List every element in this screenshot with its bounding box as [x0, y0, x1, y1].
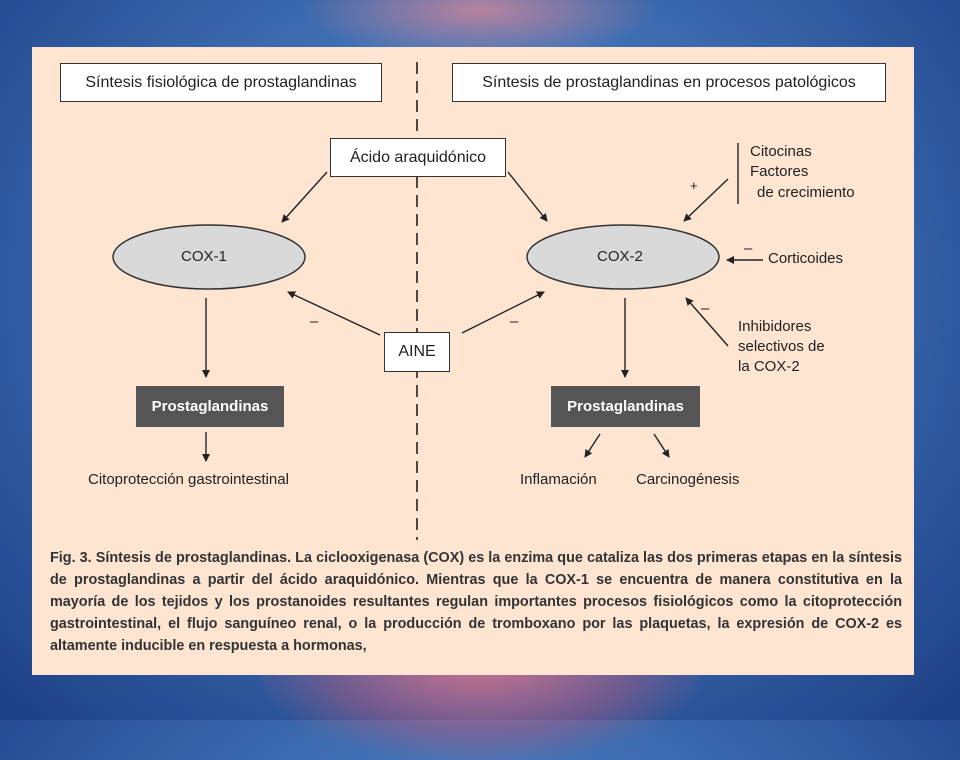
heading-left: Síntesis fisiológica de prostaglandinas	[60, 63, 382, 102]
crecimiento-label: de crecimiento	[757, 184, 855, 201]
sign-plus-citocinas: +	[690, 178, 698, 193]
factores-label: Factores	[750, 163, 809, 180]
arrow-aine-cox2	[461, 291, 545, 334]
citocinas-label: Citocinas	[750, 143, 812, 160]
figure-caption: Fig. 3. Síntesis de prostaglandinas. La …	[50, 550, 902, 654]
corticoides-label: Corticoides	[768, 250, 844, 267]
citoproteccion-label: Citoprotección gastrointestinal	[88, 471, 289, 488]
sign-minus-aine-left: –	[310, 313, 319, 330]
cox2-label: COX-2	[597, 248, 643, 265]
acido-araquidonico-box: Ácido araquidónico	[330, 138, 506, 177]
arrow-aine-cox1	[287, 291, 381, 336]
diagram-lines	[112, 62, 763, 540]
sign-minus-inhibidores: –	[701, 300, 710, 317]
inhibidores-label-2: selectivos de	[738, 338, 825, 355]
carcinogenesis-label: Carcinogénesis	[636, 471, 740, 488]
sign-minus-aine-right: –	[510, 313, 519, 330]
arrow-acido-cox2	[507, 171, 548, 222]
inflamacion-label: Inflamación	[520, 471, 597, 488]
cox1-label: COX-1	[181, 248, 227, 265]
inhibidores-label-1: Inhibidores	[738, 318, 812, 335]
prostaglandinas-left-box: Prostaglandinas	[136, 386, 284, 427]
inhibidores-label-3: la COX-2	[738, 358, 800, 375]
aine-box: AINE	[384, 332, 450, 372]
arrow-citocinas-cox2	[683, 178, 729, 222]
arrow-inhibidores-cox2	[685, 297, 729, 347]
cox1-ellipse	[112, 224, 306, 290]
arrow-prosta-inflamacion	[584, 433, 601, 458]
arrow-acido-cox1	[281, 171, 328, 223]
prostaglandinas-right-box: Prostaglandinas	[551, 386, 700, 427]
heading-right: Síntesis de prostaglandinas en procesos …	[452, 63, 886, 102]
cox2-ellipse	[526, 224, 720, 290]
arrow-prosta-carcino	[653, 433, 670, 458]
sign-minus-corticoides: –	[744, 240, 753, 257]
